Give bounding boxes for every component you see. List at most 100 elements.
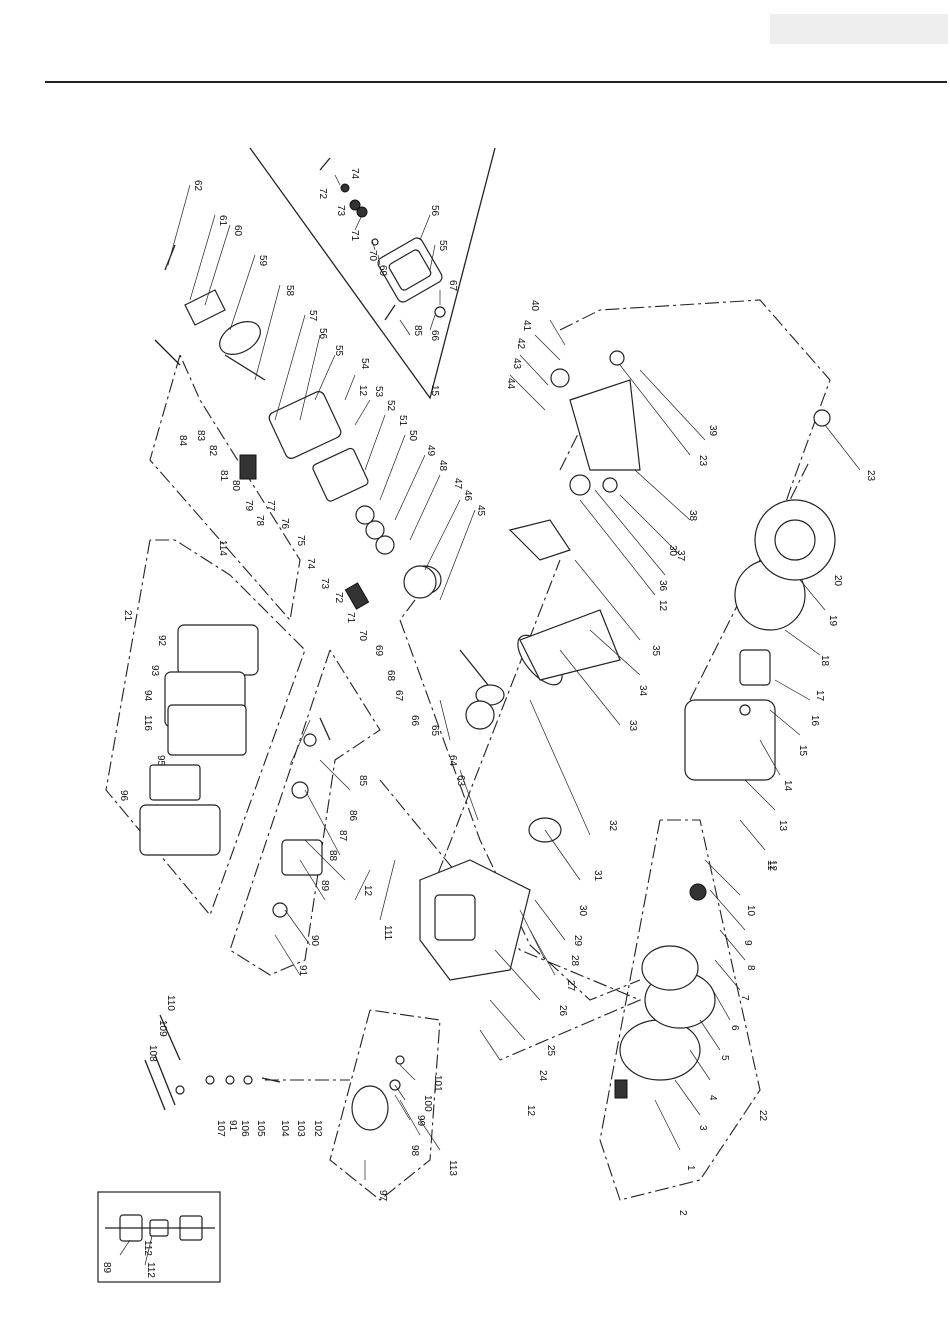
callout-110: 110: [165, 995, 176, 1011]
callout-83: 83: [195, 430, 206, 442]
callout-90: 90: [309, 935, 320, 947]
callout-5: 5: [719, 1055, 730, 1061]
callout-13: 13: [777, 820, 788, 832]
callout-113: 113: [447, 1160, 458, 1176]
callout-105: 105: [255, 1120, 266, 1137]
callout-36: 36: [657, 580, 668, 592]
callout-106: 106: [239, 1120, 250, 1137]
callout-21: 21: [122, 610, 133, 622]
callout-18: 18: [819, 655, 830, 667]
side-cover-parts: [550, 350, 831, 496]
callout-14: 14: [782, 780, 793, 792]
callout-12-2: 12: [525, 1105, 536, 1117]
callout-81: 81: [218, 470, 229, 482]
crankcase-block: [403, 519, 621, 981]
callout-8: 8: [745, 965, 756, 971]
callout-33: 33: [627, 720, 638, 732]
callout-65: 65: [429, 725, 440, 737]
callout-12-5: 12: [657, 600, 668, 612]
callout-11: 11: [765, 860, 776, 871]
callout-44: 44: [505, 378, 516, 390]
callout-68: 68: [385, 670, 396, 682]
callout-35: 35: [650, 645, 661, 657]
callout-71-2: 71: [349, 230, 360, 242]
callout-41: 41: [521, 320, 532, 332]
carburetor-parts: [272, 717, 331, 918]
callout-48: 48: [437, 460, 448, 472]
callout-102: 102: [312, 1120, 323, 1137]
callout-70: 70: [357, 630, 368, 642]
leader-lines: [119, 174, 861, 1266]
callout-64: 64: [447, 755, 458, 767]
callout-57: 57: [307, 310, 318, 322]
callout-82: 82: [207, 445, 218, 457]
callout-30: 30: [577, 905, 588, 917]
callout-50: 50: [407, 430, 418, 442]
header-rule: [45, 81, 947, 83]
callout-99: 99: [415, 1115, 426, 1127]
recoil-starter-parts: [614, 883, 716, 1099]
callout-63: 63: [455, 775, 466, 787]
callout-42: 42: [515, 338, 526, 350]
callout-7: 7: [739, 995, 750, 1001]
callout-27: 27: [565, 980, 576, 992]
callout-91: 91: [297, 965, 308, 977]
callout-84: 84: [177, 435, 188, 447]
callout-60: 60: [232, 225, 243, 237]
callout-116: 116: [142, 715, 153, 731]
callout-98: 98: [409, 1145, 420, 1157]
callout-93: 93: [149, 665, 160, 677]
callout-46: 46: [462, 490, 473, 502]
callout-73: 73: [319, 578, 330, 590]
callout-77: 77: [265, 500, 276, 512]
callout-9: 9: [742, 940, 753, 946]
callout-85: 85: [357, 775, 368, 787]
callout-95: 95: [155, 755, 166, 767]
callout-15: 15: [797, 745, 808, 757]
callout-34: 34: [637, 685, 648, 697]
callout-70-2: 70: [367, 250, 378, 262]
inset-callout-89: 89: [101, 1262, 112, 1274]
callout-23-2: 23: [697, 455, 708, 467]
callout-40: 40: [529, 300, 540, 312]
starter-motor-parts: [351, 1055, 405, 1131]
callout-72-2: 72: [317, 188, 328, 200]
callout-109: 109: [157, 1020, 168, 1037]
air-filter-parts: [139, 624, 259, 856]
callout-16: 16: [809, 715, 820, 727]
callout-61: 61: [217, 215, 228, 227]
callout-58: 58: [284, 285, 295, 297]
callout-56: 56: [317, 328, 328, 340]
callout-112: 112: [145, 1262, 156, 1278]
callout-56-2: 56: [429, 205, 440, 217]
callout-6: 6: [729, 1025, 740, 1031]
callout-92: 92: [156, 635, 167, 647]
callout-80: 80: [230, 480, 241, 492]
callout-26: 26: [557, 1005, 568, 1017]
callout-85-2: 85: [412, 325, 423, 337]
callout-69-2: 69: [377, 265, 388, 277]
callout-67-2: 67: [447, 280, 458, 292]
callout-19: 19: [827, 615, 838, 627]
callout-29: 29: [572, 935, 583, 947]
callout-107: 107: [215, 1120, 226, 1137]
callout-20: 20: [832, 575, 843, 587]
callout-51: 51: [397, 415, 408, 427]
header-tab: [770, 14, 948, 44]
callout-88: 88: [327, 850, 338, 862]
callout-22: 22: [757, 1110, 768, 1122]
callout-76: 76: [279, 518, 290, 530]
callout-2: 2: [677, 1210, 688, 1216]
callout-38: 38: [687, 510, 698, 522]
callout-12: 12: [767, 860, 778, 872]
callout-47: 47: [452, 478, 463, 490]
carburetor-inset-box: [97, 1191, 221, 1283]
callout-12-4: 12: [357, 385, 368, 397]
callout-96: 96: [118, 790, 129, 802]
flywheel-parts: [684, 499, 836, 781]
callout-28: 28: [569, 955, 580, 967]
callout-12-3: 12: [362, 885, 373, 897]
callout-72: 72: [333, 592, 344, 604]
callout-32: 32: [607, 820, 618, 832]
